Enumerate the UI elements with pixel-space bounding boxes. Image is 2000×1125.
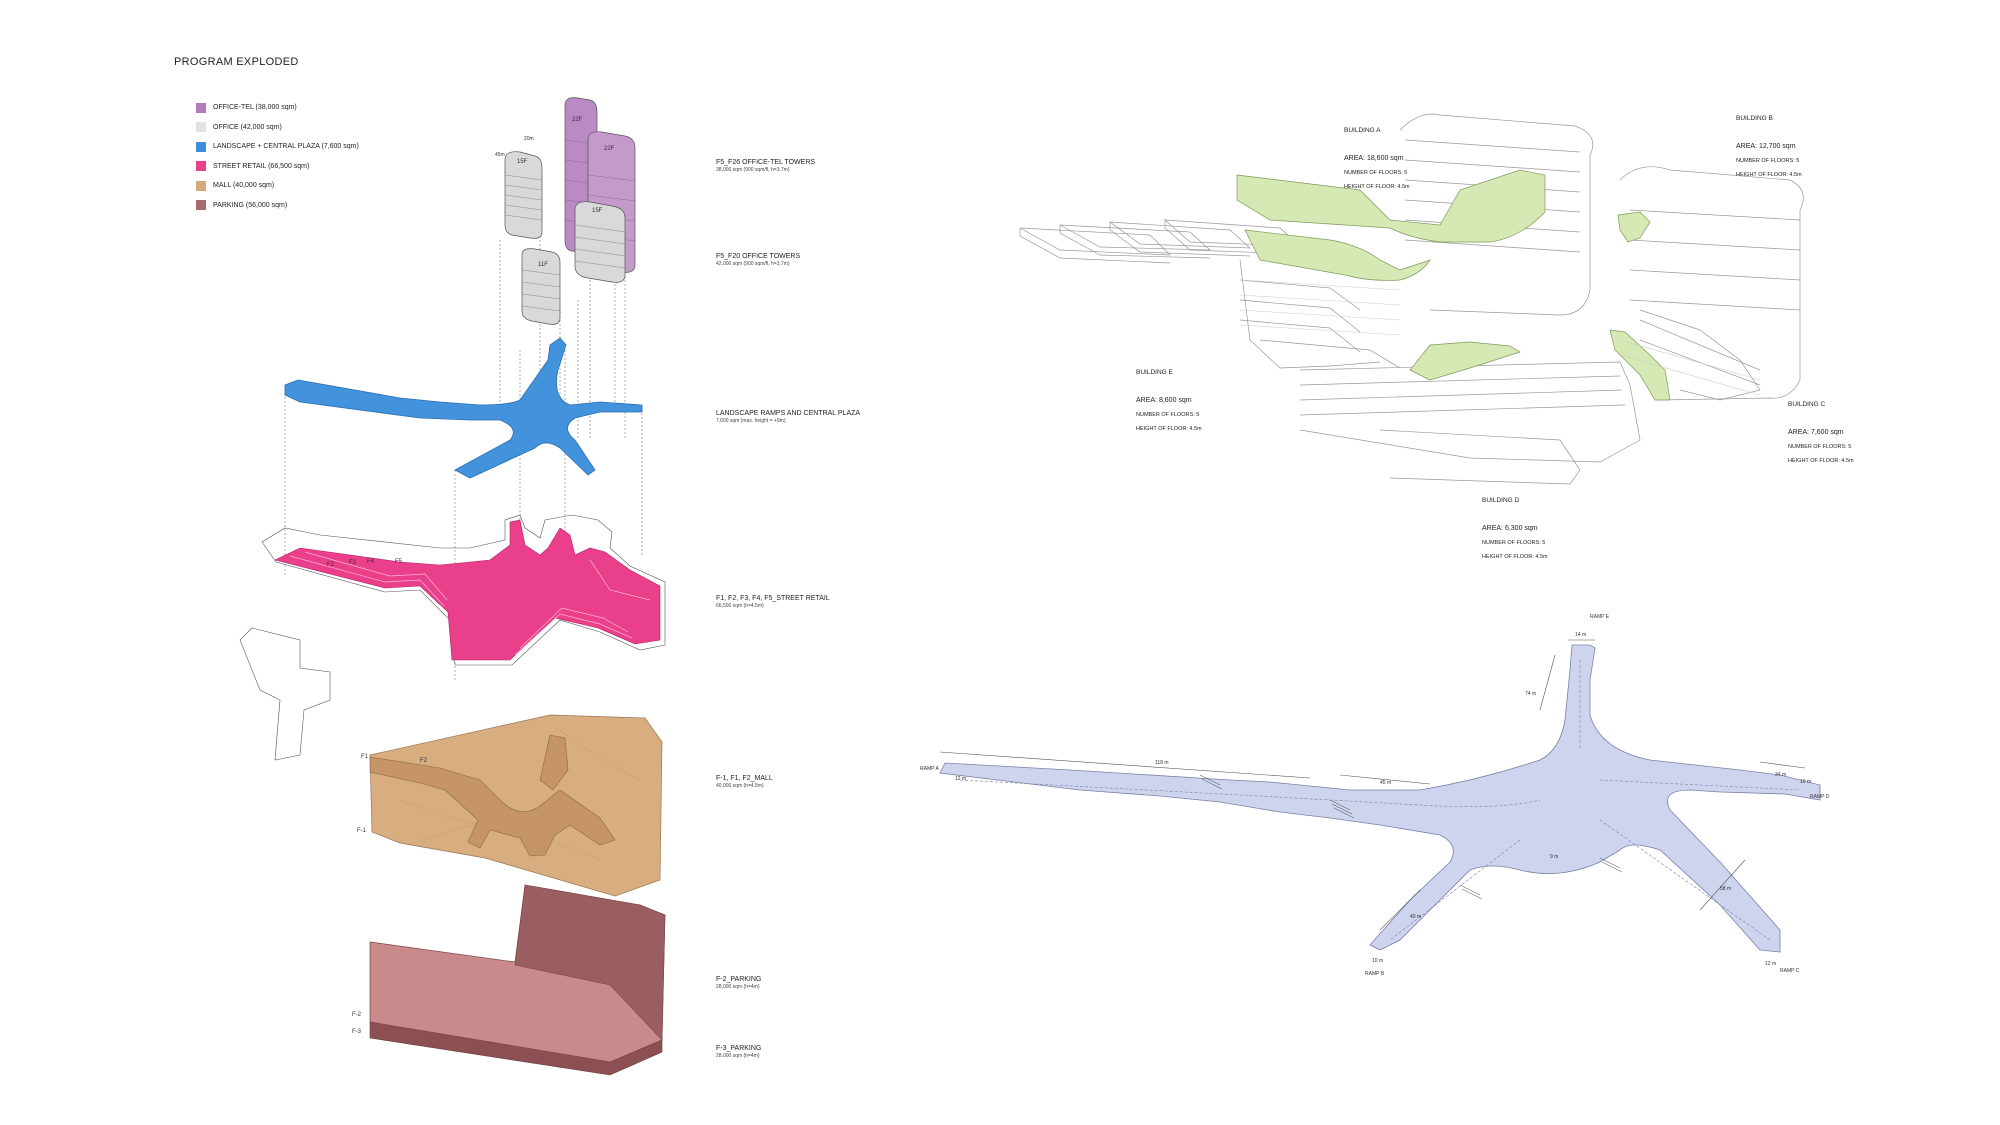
page-title: PROGRAM EXPLODED bbox=[174, 56, 299, 68]
tower-floor-label: 22F bbox=[572, 117, 583, 123]
mall-layer bbox=[369, 714, 663, 897]
floor-tag: F-3 bbox=[352, 1029, 362, 1035]
building-label-b: BUILDING B AREA: 12,700 sqm NUMBER OF FL… bbox=[1736, 115, 1802, 178]
ramp-label: RAMP A bbox=[920, 766, 939, 772]
legend: OFFICE-TEL (38,000 sqm) OFFICE (42,000 s… bbox=[196, 98, 359, 215]
legend-item-landscape: LANDSCAPE + CENTRAL PLAZA (7,600 sqm) bbox=[196, 137, 359, 157]
legend-item-parking: PARKING (56,000 sqm) bbox=[196, 196, 359, 216]
legend-item-retail: STREET RETAIL (66,500 sqm) bbox=[196, 157, 359, 177]
floor-tag: F5 bbox=[395, 559, 403, 565]
tower-floor-label: 22F bbox=[604, 146, 615, 152]
legend-swatch bbox=[196, 102, 206, 113]
legend-label: LANDSCAPE + CENTRAL PLAZA (7,600 sqm) bbox=[213, 143, 359, 151]
landscape-plaza-layer bbox=[284, 337, 643, 479]
tower-floor-label: 15F bbox=[517, 159, 528, 165]
dimension-label: 10 m bbox=[1372, 958, 1383, 964]
green-roof-center bbox=[1244, 229, 1431, 281]
ramp-label: RAMP E bbox=[1590, 614, 1610, 620]
dimension-label: 10 m bbox=[1800, 779, 1811, 785]
parking-layer bbox=[369, 884, 666, 1076]
green-roof-d bbox=[1409, 341, 1521, 381]
legend-swatch bbox=[196, 180, 206, 191]
floor-tag: F1 bbox=[361, 754, 369, 760]
floor-tag: F2 bbox=[327, 562, 335, 568]
legend-label: OFFICE-TEL (38,000 sqm) bbox=[213, 104, 297, 112]
building-massing-axonometric bbox=[1019, 113, 1804, 485]
dimension-label: 12 m bbox=[955, 776, 966, 782]
dimension-label: 14 m bbox=[1575, 632, 1586, 638]
tower-group bbox=[504, 97, 636, 325]
building-outlines bbox=[1019, 113, 1804, 485]
dimension-label: 34 m bbox=[1775, 772, 1786, 778]
office-tower-15f-right bbox=[574, 201, 626, 283]
building-label-e: BUILDING E AREA: 8,600 sqm NUMBER OF FLO… bbox=[1136, 369, 1202, 432]
office-tower-15f-left bbox=[504, 151, 543, 239]
legend-swatch bbox=[196, 141, 206, 152]
ramp-centerlines bbox=[959, 660, 1801, 941]
floor-tag: F-1 bbox=[357, 828, 367, 834]
tower-floor-label: 11F bbox=[538, 262, 548, 268]
legend-swatch bbox=[196, 200, 206, 211]
floor-tag: F3 bbox=[349, 560, 357, 566]
legend-swatch bbox=[196, 122, 206, 133]
floor-tag: F4 bbox=[367, 559, 375, 565]
dimension-label: 58 m bbox=[1720, 886, 1731, 892]
legend-item-office: OFFICE (42,000 sqm) bbox=[196, 118, 359, 138]
street-retail-layer bbox=[239, 514, 666, 761]
green-roof-b bbox=[1617, 211, 1651, 243]
legend-item-office-tel: OFFICE-TEL (38,000 sqm) bbox=[196, 98, 359, 118]
legend-label: OFFICE (42,000 sqm) bbox=[213, 123, 282, 131]
tower-dimension: 45m bbox=[495, 152, 505, 158]
stair-hatches bbox=[1199, 774, 1623, 900]
ramp-plan-diagram: RAMP A RAMP D RAMP E RAMP B RAMP C 12 m … bbox=[920, 614, 1830, 977]
legend-item-mall: MALL (40,000 sqm) bbox=[196, 176, 359, 196]
dimension-label: 74 m bbox=[1525, 691, 1536, 697]
floor-slab-lines bbox=[1239, 279, 1761, 396]
dimension-label: 9 m bbox=[1550, 854, 1558, 860]
tower-floor-label: 15F bbox=[592, 208, 603, 214]
office-tower-11f bbox=[521, 248, 561, 325]
legend-label: MALL (40,000 sqm) bbox=[213, 182, 275, 190]
tower-dimension: 20m bbox=[524, 136, 534, 142]
building-label-d: BUILDING D AREA: 6,300 sqm NUMBER OF FLO… bbox=[1482, 497, 1548, 560]
dimension-label: 118 m bbox=[1155, 760, 1169, 766]
floor-tag: F2 bbox=[420, 758, 428, 764]
floor-tag: F-2 bbox=[352, 1012, 362, 1018]
green-roof-c bbox=[1609, 329, 1671, 401]
legend-swatch bbox=[196, 161, 206, 172]
building-label-a: BUILDING A AREA: 18,600 sqm NUMBER OF FL… bbox=[1344, 127, 1410, 190]
ramp-label: RAMP C bbox=[1780, 968, 1800, 974]
ramp-label: RAMP D bbox=[1810, 794, 1830, 800]
exploded-axonometric-diagram: 15F 22F 22F 15F 11F 45m 20m F2 F3 F4 F5 bbox=[239, 97, 666, 1076]
ramp-plaza-surface bbox=[939, 644, 1821, 953]
green-roof-group bbox=[1236, 169, 1671, 401]
dimension-label: 12 m bbox=[1765, 961, 1776, 967]
green-roof-a bbox=[1236, 169, 1546, 243]
building-label-c: BUILDING C AREA: 7,600 sqm NUMBER OF FLO… bbox=[1788, 401, 1854, 464]
legend-label: PARKING (56,000 sqm) bbox=[213, 201, 288, 209]
dimension-label: 40 m bbox=[1410, 914, 1421, 920]
dimension-label: 45 m bbox=[1380, 780, 1391, 786]
ramp-label: RAMP B bbox=[1365, 971, 1385, 977]
legend-label: STREET RETAIL (66,500 sqm) bbox=[213, 162, 310, 170]
dimension-lines bbox=[939, 639, 1806, 931]
